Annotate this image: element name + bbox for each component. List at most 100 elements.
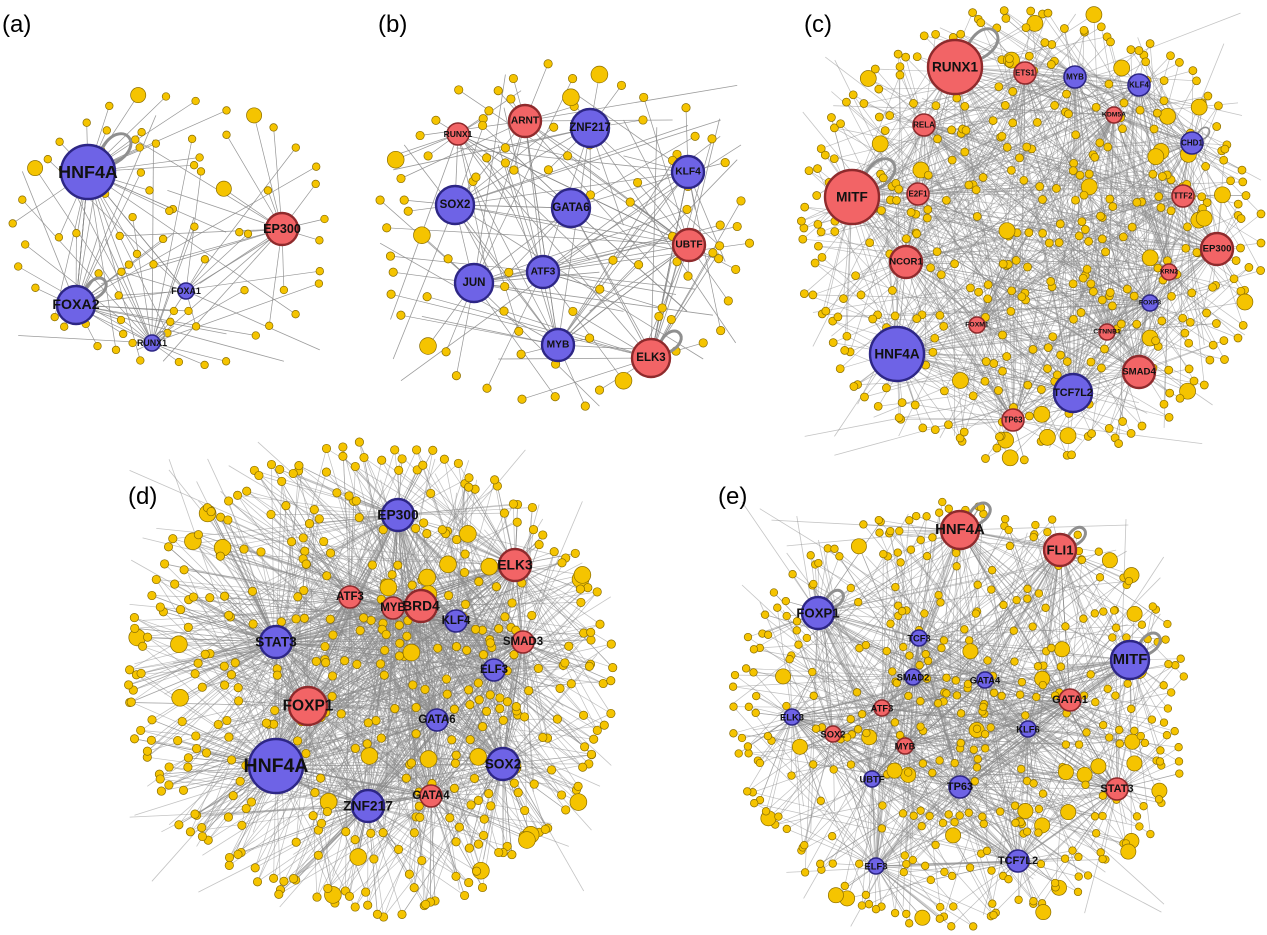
edge	[390, 255, 544, 273]
edge	[497, 144, 559, 346]
leaf-node	[266, 459, 277, 470]
leaf-node	[197, 823, 207, 833]
leaf-node	[1233, 199, 1243, 209]
leaf-node	[514, 326, 524, 336]
edge	[1024, 292, 1140, 373]
leaf-node	[557, 790, 567, 800]
leaf-node	[859, 99, 869, 108]
leaf-node	[999, 6, 1009, 15]
leaf-node	[952, 93, 962, 103]
leaf-node	[1126, 45, 1136, 54]
leaf-node	[606, 639, 616, 649]
leaf-node	[893, 49, 903, 59]
leaf-node	[415, 812, 425, 822]
edge	[1071, 238, 1151, 304]
hub-node-circle	[1160, 263, 1178, 281]
leaf-node	[871, 135, 889, 153]
edge	[151, 216, 195, 344]
leaf-node	[323, 883, 333, 893]
leaf-node	[590, 65, 609, 84]
leaf-node	[568, 306, 578, 316]
edge	[524, 120, 673, 287]
leaf-node	[418, 568, 436, 587]
leaf-node	[595, 284, 605, 294]
leaf-node	[366, 828, 376, 838]
panel-c-hub-tp63: TP63	[1001, 408, 1025, 432]
edge	[1089, 186, 1184, 197]
leaf-node	[185, 827, 195, 837]
edge	[923, 124, 1186, 334]
edge	[1149, 302, 1170, 371]
leaf-node	[128, 338, 137, 348]
hub-node-circle	[1141, 294, 1159, 312]
leaf-node	[354, 437, 364, 447]
edge	[850, 72, 1026, 181]
leaf-node	[561, 805, 571, 815]
leaf-node	[129, 613, 139, 623]
hub-label: FOXA1	[171, 286, 201, 296]
leaf-node	[420, 684, 430, 694]
edge	[851, 196, 1094, 292]
leaf-node	[829, 154, 839, 164]
leaf-node	[849, 382, 859, 391]
panel-c-hub-ctnnb1: CTNNB1	[1093, 323, 1121, 341]
edge	[75, 166, 317, 306]
leaf-node	[1199, 380, 1209, 390]
leaf-node	[1108, 202, 1118, 211]
leaf-node	[1052, 370, 1062, 380]
hub-label: MYB	[380, 602, 406, 614]
leaf-node	[344, 491, 354, 501]
leaf-node	[190, 809, 200, 819]
leaf-node	[507, 850, 517, 860]
edge	[1191, 142, 1220, 237]
leaf-node	[1008, 118, 1018, 128]
leaf-node	[995, 432, 1004, 442]
leaf-node	[550, 392, 560, 402]
leaf-node	[1091, 102, 1101, 112]
panel-a-leaves	[8, 87, 329, 370]
leaf-node	[1190, 98, 1208, 116]
edge	[834, 220, 1170, 273]
panel-c-hub-ets1: ETS1	[1013, 61, 1037, 85]
leaf-node	[316, 818, 327, 828]
leaf-node	[931, 29, 940, 39]
leaf-node	[910, 400, 920, 410]
leaf-node	[1237, 165, 1247, 175]
leaf-node	[1151, 336, 1160, 346]
leaf-node	[608, 663, 618, 673]
hub-label: KLF4	[442, 615, 471, 627]
leaf-node	[293, 592, 303, 602]
edge	[976, 248, 1218, 326]
leaf-node	[304, 519, 315, 529]
leaf-node	[314, 514, 324, 524]
edge	[954, 66, 1108, 333]
leaf-node	[183, 622, 193, 632]
hub-label: EP300	[263, 222, 301, 236]
edge	[1138, 267, 1250, 373]
leaf-node	[149, 260, 158, 269]
leaf-node	[193, 658, 203, 668]
panel-c-hub-ttf2: TTF2	[1171, 184, 1195, 208]
edge	[851, 196, 1151, 304]
leaf-node	[744, 238, 755, 248]
leaf-node	[466, 800, 476, 810]
leaf-node	[912, 52, 922, 62]
leaf-node	[504, 267, 514, 277]
leaf-node	[437, 525, 447, 535]
leaf-node	[708, 248, 718, 258]
panel-b-hub-gata6: GATA6	[550, 187, 592, 229]
leaf-node	[178, 785, 189, 795]
hub-node-circle	[59, 143, 117, 201]
edge	[121, 271, 187, 292]
leaf-node	[220, 680, 230, 690]
leaf-node	[923, 205, 933, 214]
leaf-node	[321, 467, 331, 477]
leaf-node	[279, 285, 289, 295]
edge	[1113, 114, 1203, 339]
edge	[1074, 12, 1241, 78]
leaf-node	[394, 465, 404, 475]
leaf-node	[614, 371, 633, 390]
edge	[188, 596, 351, 628]
hub-label: RUNX1	[444, 129, 473, 139]
leaf-node	[1052, 184, 1061, 193]
